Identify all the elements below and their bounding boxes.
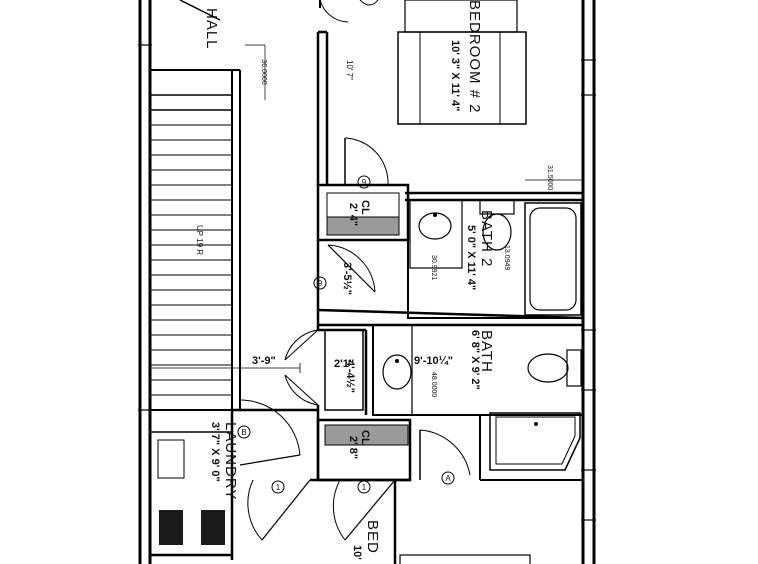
closet2-size: 2' 8" — [347, 436, 359, 459]
dimension-label-d10: 9'-10¼" — [414, 355, 453, 367]
dimension-label-d8: 2'1" — [334, 358, 354, 370]
laundry-door: B — [237, 399, 301, 466]
closet1: CL 2' 4" — [316, 183, 410, 242]
dimension-36: 36.0000 — [245, 44, 267, 100]
laundry-size: 3' 7" X 9' 0" — [209, 422, 221, 482]
closet2-label: CL — [359, 430, 371, 445]
laundry: LAUNDRY 3' 7" X 9' 0" — [149, 422, 239, 556]
dimension-label-d7: 3'-9" — [252, 355, 276, 367]
door-a: A — [419, 429, 471, 485]
dimension-label-d11: 48.0000 — [430, 372, 437, 397]
dimension-label-d4: 30.9921 — [430, 255, 437, 280]
dimension-label-d6: 3'-5½" — [341, 262, 353, 295]
dimension-label-d9: 4'-4½" — [344, 360, 356, 393]
dimension-label-d2: 36.0000 — [260, 59, 267, 84]
exterior-windows — [138, 44, 596, 521]
bath-size: 6' 8" X 9' 2" — [469, 330, 481, 390]
door-tag-a: A — [445, 474, 451, 483]
bedroom-bottom: BED 10' — [351, 480, 531, 564]
linen-closet: 2'1" 4'-4½" — [324, 329, 364, 411]
bath-label: BATH — [478, 330, 495, 373]
door-tag-9-lower: 9 — [318, 279, 323, 288]
bath2-label: BATH 2 — [478, 210, 495, 267]
door-1-left: 1 — [247, 479, 311, 541]
bedroom2-size: 10' 3" X 11' 4" — [449, 40, 461, 111]
door-tag-1-left: 1 — [276, 483, 281, 492]
hall-door-swing: 9 3'-5½" — [313, 244, 376, 295]
door-1-right: 1 — [332, 479, 396, 541]
closet1-size: 2' 4" — [347, 203, 359, 226]
bedroom2-label: BEDROOM # 2 — [466, 0, 483, 114]
door-tag-1-right: 1 — [362, 483, 367, 492]
door-tag-b: B — [241, 428, 246, 437]
bedroom-bottom-label: BED — [364, 520, 381, 554]
hall-area: HALL — [179, 0, 379, 50]
door-tag-9-upper: 9 — [362, 178, 367, 187]
bedroom-bottom-size: 10' — [351, 545, 363, 560]
dimension-label-d5: 13.0949 — [503, 245, 510, 270]
dimension-label-d1: 10' 7" — [345, 60, 354, 80]
linen-door — [284, 329, 319, 406]
dimension-3-9: 3'-9" — [149, 355, 301, 373]
stair-label: UP 19 R — [195, 225, 204, 255]
bed — [397, 0, 527, 125]
bath: BATH 6' 8" X 9' 2" 9'-10¼" 48.0000 — [372, 324, 584, 481]
bath2: BATH 2 5' 0" X 11' 4" 30.9921 13.0949 — [407, 199, 584, 319]
dimension-31: 31.5000 — [525, 165, 583, 190]
laundry-label: LAUNDRY — [222, 422, 239, 500]
dimension-label-d3: 31.5000 — [546, 165, 553, 190]
closet-door-9-upper: 9 — [344, 137, 389, 189]
closet2: CL 2' 8" — [316, 418, 412, 482]
hall-label: HALL — [203, 8, 220, 50]
stair: UP 19 R — [149, 69, 241, 411]
bath2-size: 5' 0" X 11' 4" — [465, 225, 477, 290]
closet1-label: CL — [359, 200, 371, 215]
